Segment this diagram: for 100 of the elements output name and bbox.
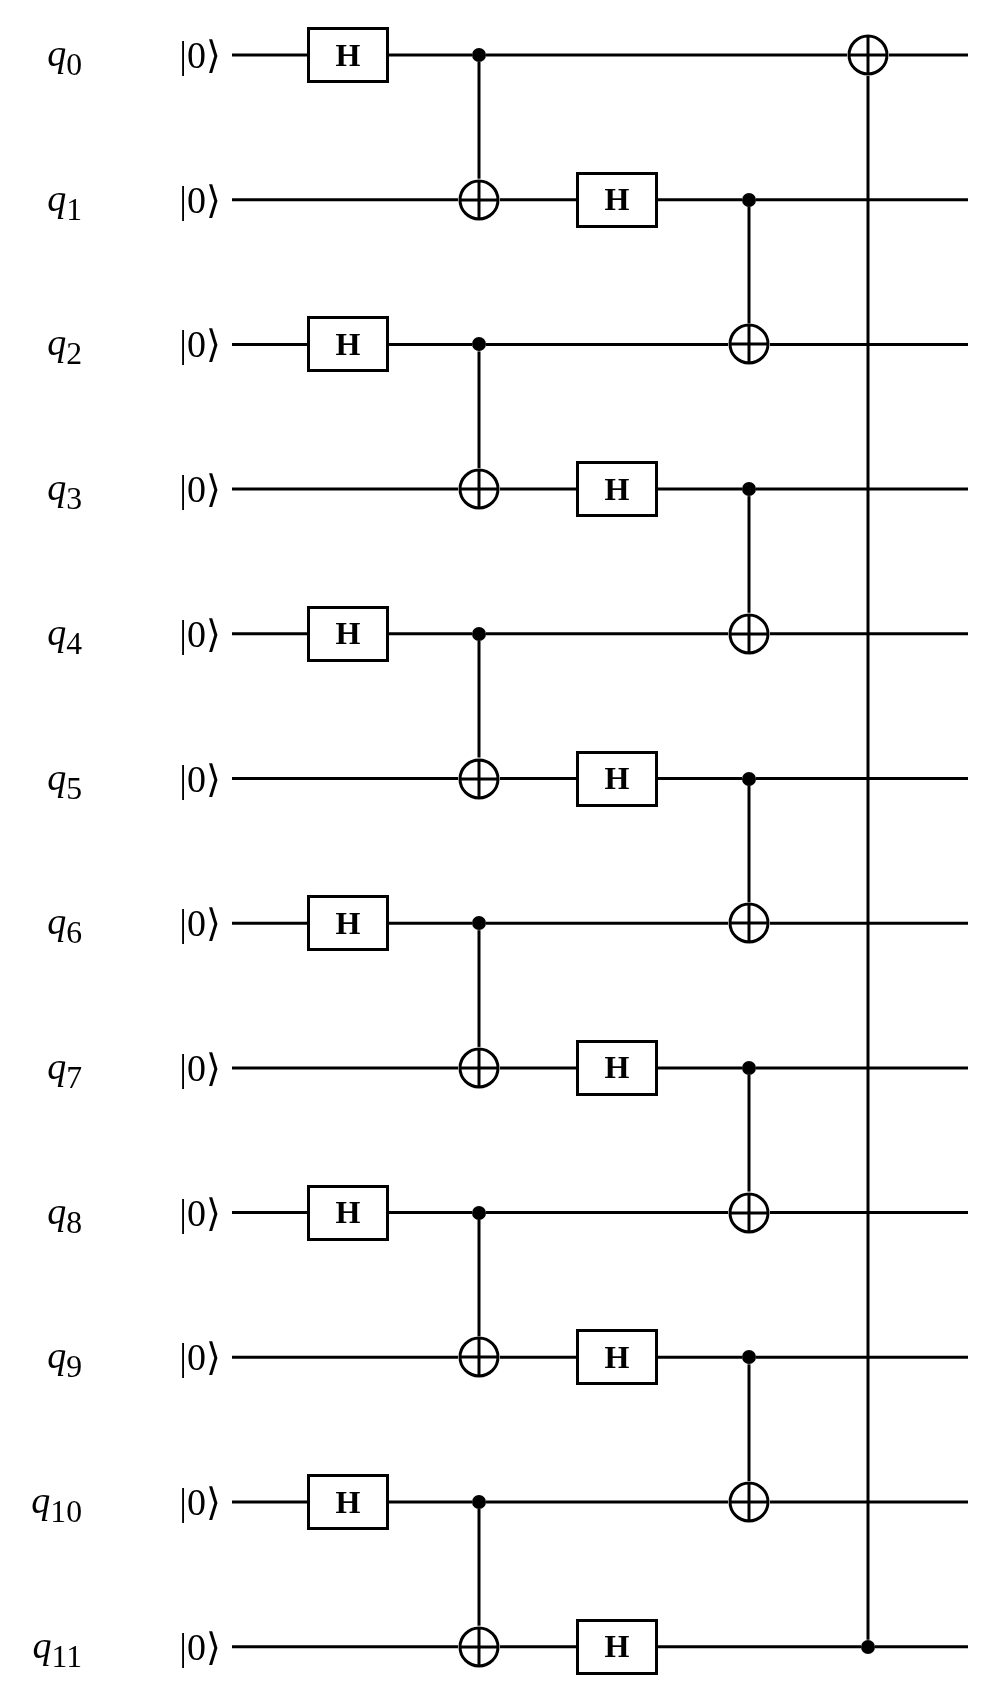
qubit-wire (756, 1066, 968, 1070)
control-line (477, 351, 481, 469)
qubit-wire (389, 53, 472, 57)
initial-state-label: |0⟩ (168, 1333, 232, 1382)
qubit-label: q$_{10}$ (30, 1478, 82, 1530)
control-line (747, 785, 751, 903)
qubit-wire (770, 342, 968, 346)
hadamard-gate: H (576, 171, 658, 228)
qubit-wire (486, 921, 728, 925)
control-line (747, 1364, 751, 1481)
qubit-wire (500, 1645, 576, 1649)
initial-state-label: |0⟩ (168, 175, 232, 224)
hadamard-gate: H (307, 1474, 389, 1530)
cnot-target (728, 1481, 770, 1523)
qubit-wire (486, 632, 728, 636)
hadamard-gate: H (576, 1039, 658, 1096)
cnot-target (458, 178, 500, 221)
hadamard-gate: H (576, 461, 658, 518)
qubit-wire (770, 632, 968, 636)
qubit-wire (486, 53, 847, 57)
control-dot (472, 337, 486, 352)
hadamard-gate: H (576, 1618, 658, 1675)
cnot-target (458, 1336, 500, 1379)
cnot-target (728, 1191, 770, 1234)
qubit-wire (756, 198, 968, 202)
qubit-label: q$_{11}$ (31, 1622, 82, 1675)
cnot-target (458, 1625, 500, 1668)
qubit-wire (232, 198, 458, 202)
qubit-label: q$_{7}$ (46, 1043, 82, 1096)
initial-state-label: |0⟩ (168, 465, 232, 514)
hadamard-gate: H (307, 605, 389, 662)
qubit-wire (232, 342, 307, 346)
qubit-wire (500, 198, 576, 202)
control-dot (472, 48, 486, 62)
qubit-wire (232, 921, 307, 925)
hadamard-gate: H (576, 1329, 658, 1386)
initial-state-label: |0⟩ (168, 31, 232, 79)
qubit-wire (232, 1066, 458, 1070)
control-dot (742, 771, 756, 786)
control-line (477, 1219, 481, 1337)
qubit-wire (232, 777, 458, 780)
qubit-wire (486, 1500, 728, 1504)
qubit-wire (756, 487, 968, 491)
control-line (747, 496, 751, 613)
control-dot (472, 1205, 486, 1220)
qubit-wire (500, 1066, 576, 1070)
initial-state-label: |0⟩ (168, 1188, 232, 1237)
control-line (747, 206, 751, 324)
control-dot (742, 1060, 756, 1075)
control-line (477, 1509, 481, 1626)
qubit-wire (658, 777, 742, 780)
initial-state-label: |0⟩ (168, 1622, 232, 1671)
control-dot (742, 1350, 756, 1365)
qubit-wire (770, 1211, 968, 1215)
qubit-wire (889, 53, 968, 57)
qubit-label: q$_{8}$ (46, 1188, 82, 1241)
qubit-wire (658, 487, 742, 491)
control-dot (742, 482, 756, 497)
qubit-wire (658, 1355, 742, 1359)
qubit-label: q$_{5}$ (46, 754, 82, 807)
hadamard-gate: H (576, 750, 658, 807)
hadamard-gate: H (307, 1184, 389, 1241)
qubit-wire (486, 342, 728, 346)
control-line (477, 930, 481, 1047)
qubit-wire (232, 1355, 458, 1359)
qubit-wire (232, 487, 458, 491)
control-dot (472, 916, 486, 931)
cnot-target (728, 323, 770, 366)
qubit-wire (389, 632, 472, 636)
qubit-wire (389, 1211, 472, 1215)
initial-state-label: |0⟩ (168, 1043, 232, 1092)
qubit-label: q$_{2}$ (46, 320, 82, 372)
cnot-target (458, 757, 500, 800)
qubit-label: q$_{9}$ (46, 1333, 82, 1385)
qubit-wire (756, 777, 968, 780)
qubit-label: q$_{4}$ (46, 609, 82, 662)
cnot-target (847, 34, 889, 76)
initial-state-label: |0⟩ (168, 754, 232, 803)
initial-state-label: |0⟩ (168, 899, 232, 948)
qubit-wire (232, 632, 307, 636)
cnot-target (458, 468, 500, 511)
qubit-wire (756, 1355, 968, 1359)
qubit-wire (486, 1211, 728, 1215)
qubit-label: q$_{3}$ (46, 465, 82, 517)
qubit-wire (500, 777, 576, 780)
cnot-target (458, 1046, 500, 1089)
hadamard-gate: H (307, 27, 389, 83)
cnot-target (728, 612, 770, 655)
initial-state-label: |0⟩ (168, 1478, 232, 1526)
qubit-wire (389, 342, 472, 346)
control-line (866, 76, 870, 1640)
control-dot (472, 626, 486, 641)
initial-state-label: |0⟩ (168, 320, 232, 369)
qubit-wire (232, 53, 307, 57)
qubit-wire (658, 1645, 861, 1649)
qubit-wire (500, 487, 576, 491)
initial-state-label: |0⟩ (168, 609, 232, 658)
control-line (477, 640, 481, 758)
control-dot (861, 1639, 875, 1654)
qubit-label: q$_{6}$ (46, 899, 82, 951)
